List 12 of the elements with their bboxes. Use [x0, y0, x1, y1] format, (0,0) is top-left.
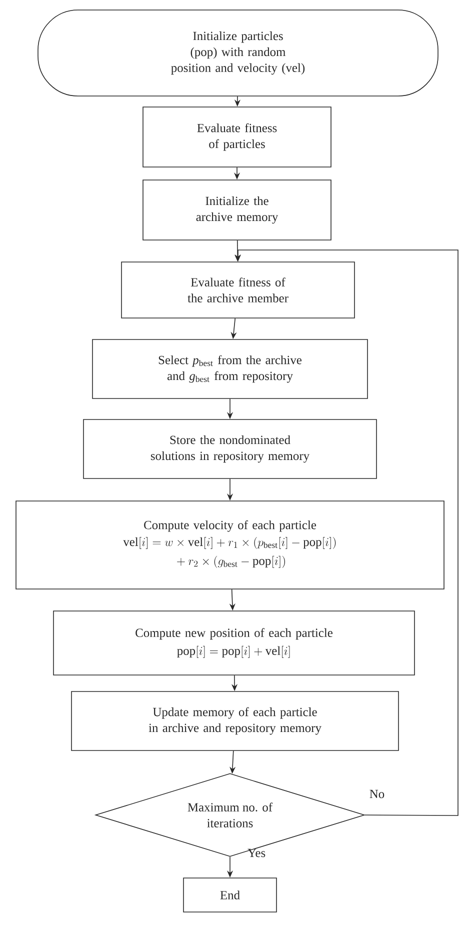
process-box: Compute velocity of each particle $\begin{gathered}\mathrm{vel}[i] = w \times \mathrm{vel}[i] + r_1 \times (p_{\mathrm{best}}[i] - \mathrm{pop}[i])\\ {}+ r_2 \times (g_{\mathrm{best}} - \mathrm{pop}[i])\end{gathered}$ [16, 500, 444, 590]
process-box: Update memory of each particle in archive and repository memory [71, 691, 399, 751]
edge-label: No [370, 790, 384, 798]
process-box: End [183, 878, 277, 912]
process-box: Compute new position of each particle $\mathrm{pop}[i] = \mathrm{pop}[i] + \mathrm{vel}[i]$ [53, 610, 415, 676]
process-box: Evaluate fitness of the archive member [121, 262, 355, 318]
process-box: Select p$_{best}$ from the archive and g$_{best}$ from repository [92, 339, 368, 399]
process-box: Evaluate fitness of particles [142, 106, 332, 168]
start-terminal: Initialize particles (pop) with random position and velocity (vel) [38, 10, 438, 96]
process-box: Initialize the archive memory [142, 180, 332, 240]
edge-label: Yes [248, 848, 266, 858]
process-box: Store the nondominated solutions in repository memory [83, 419, 377, 479]
